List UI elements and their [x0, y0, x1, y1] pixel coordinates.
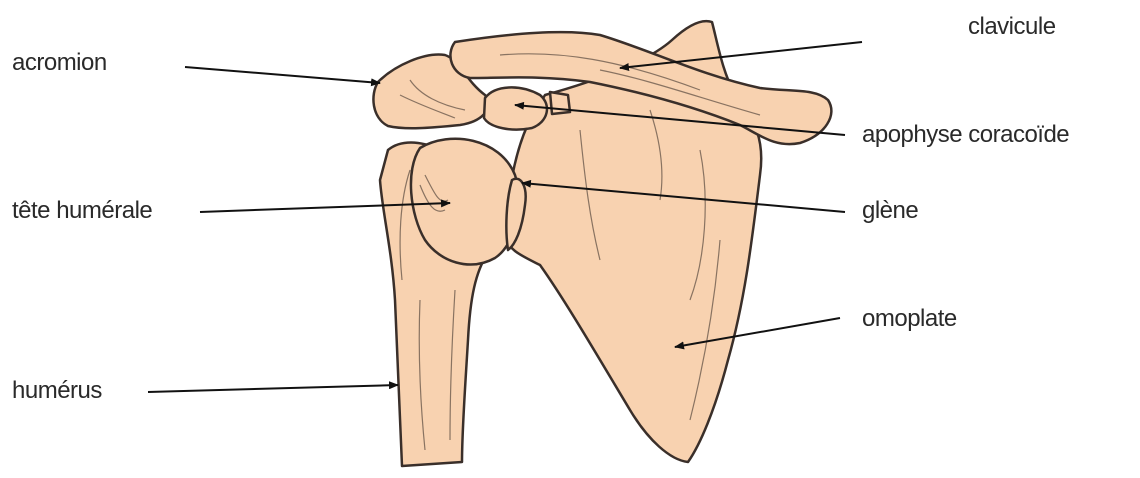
label-clavicule: clavicule	[968, 13, 1056, 40]
glene-arrow	[521, 179, 846, 213]
label-tete-humerale: tête humérale	[12, 197, 152, 224]
scapula-shape	[503, 19, 763, 464]
label-omoplate: omoplate	[862, 305, 957, 332]
clavicle-shape	[449, 30, 833, 146]
label-humerus: humérus	[12, 377, 102, 404]
humerus-arrow	[147, 381, 399, 393]
clavicule-arrow	[619, 41, 863, 72]
tete-arrow	[199, 199, 451, 213]
humeral-head-shape	[409, 137, 521, 266]
label-apophyse-coracoide: apophyse coracoïde	[862, 121, 1069, 148]
label-acromion: acromion	[12, 49, 107, 76]
label-glene: glène	[862, 197, 918, 224]
acromion-arrow	[184, 66, 381, 87]
omoplate-arrow	[674, 317, 841, 350]
apophyse-arrow	[514, 101, 846, 136]
coracoid-shape	[482, 86, 549, 131]
